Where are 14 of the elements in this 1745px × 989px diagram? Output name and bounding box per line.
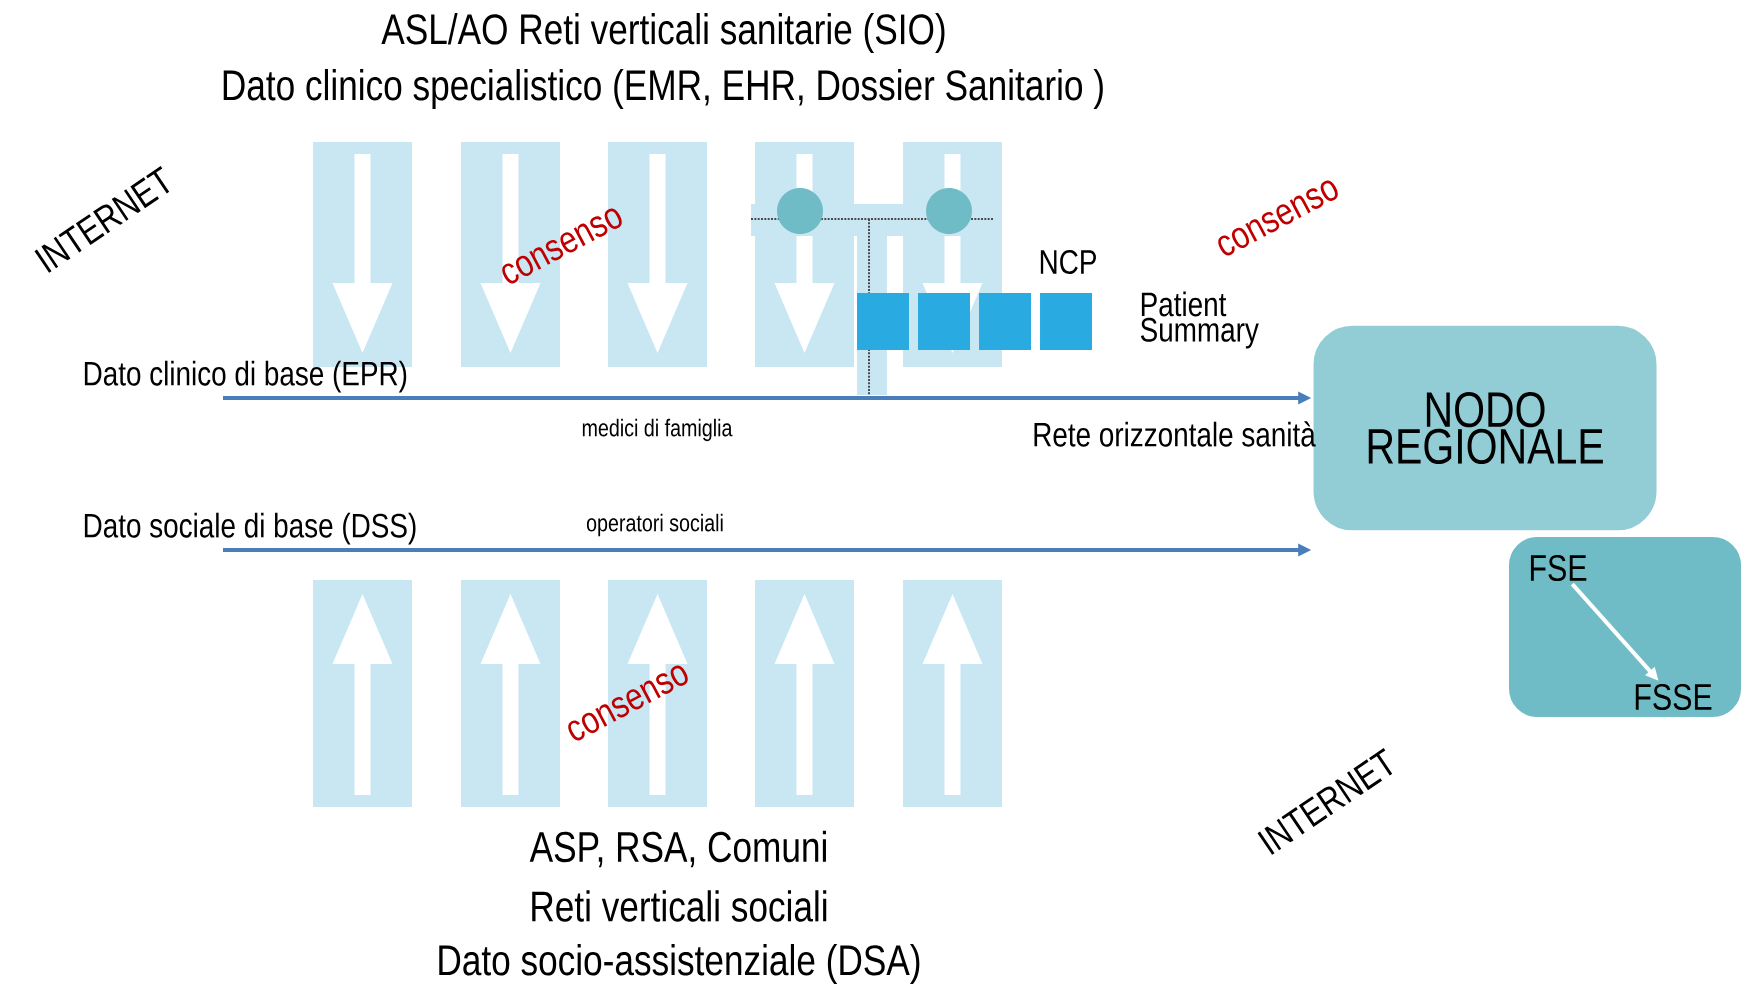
line-label: medici di famiglia — [582, 418, 733, 442]
block-label: Patient Summary — [1140, 291, 1259, 349]
line-label: Dato sociale di base (DSS) — [84, 512, 416, 545]
footer-text: Dato socio-assistenziale (DSA) — [439, 944, 920, 984]
line-label: operatori sociali — [586, 513, 723, 537]
node-label: FSE — [1530, 554, 1587, 582]
footer-text: ASP, RSA, Comuni — [529, 830, 826, 868]
heading: ASL/AO Reti verticali sanitarie (SIO) — [381, 13, 945, 53]
node-label: FSSE — [1635, 683, 1712, 711]
block-label: NCP — [1040, 249, 1096, 275]
line-label: Dato clinico di base (EPR) — [84, 360, 407, 393]
fse-box — [1507, 535, 1743, 719]
heading: Dato clinico specialistico (EMR, EHR, Dossier Sanitario ) — [223, 69, 1103, 109]
footer-text: Reti verticali sociali — [532, 890, 827, 922]
